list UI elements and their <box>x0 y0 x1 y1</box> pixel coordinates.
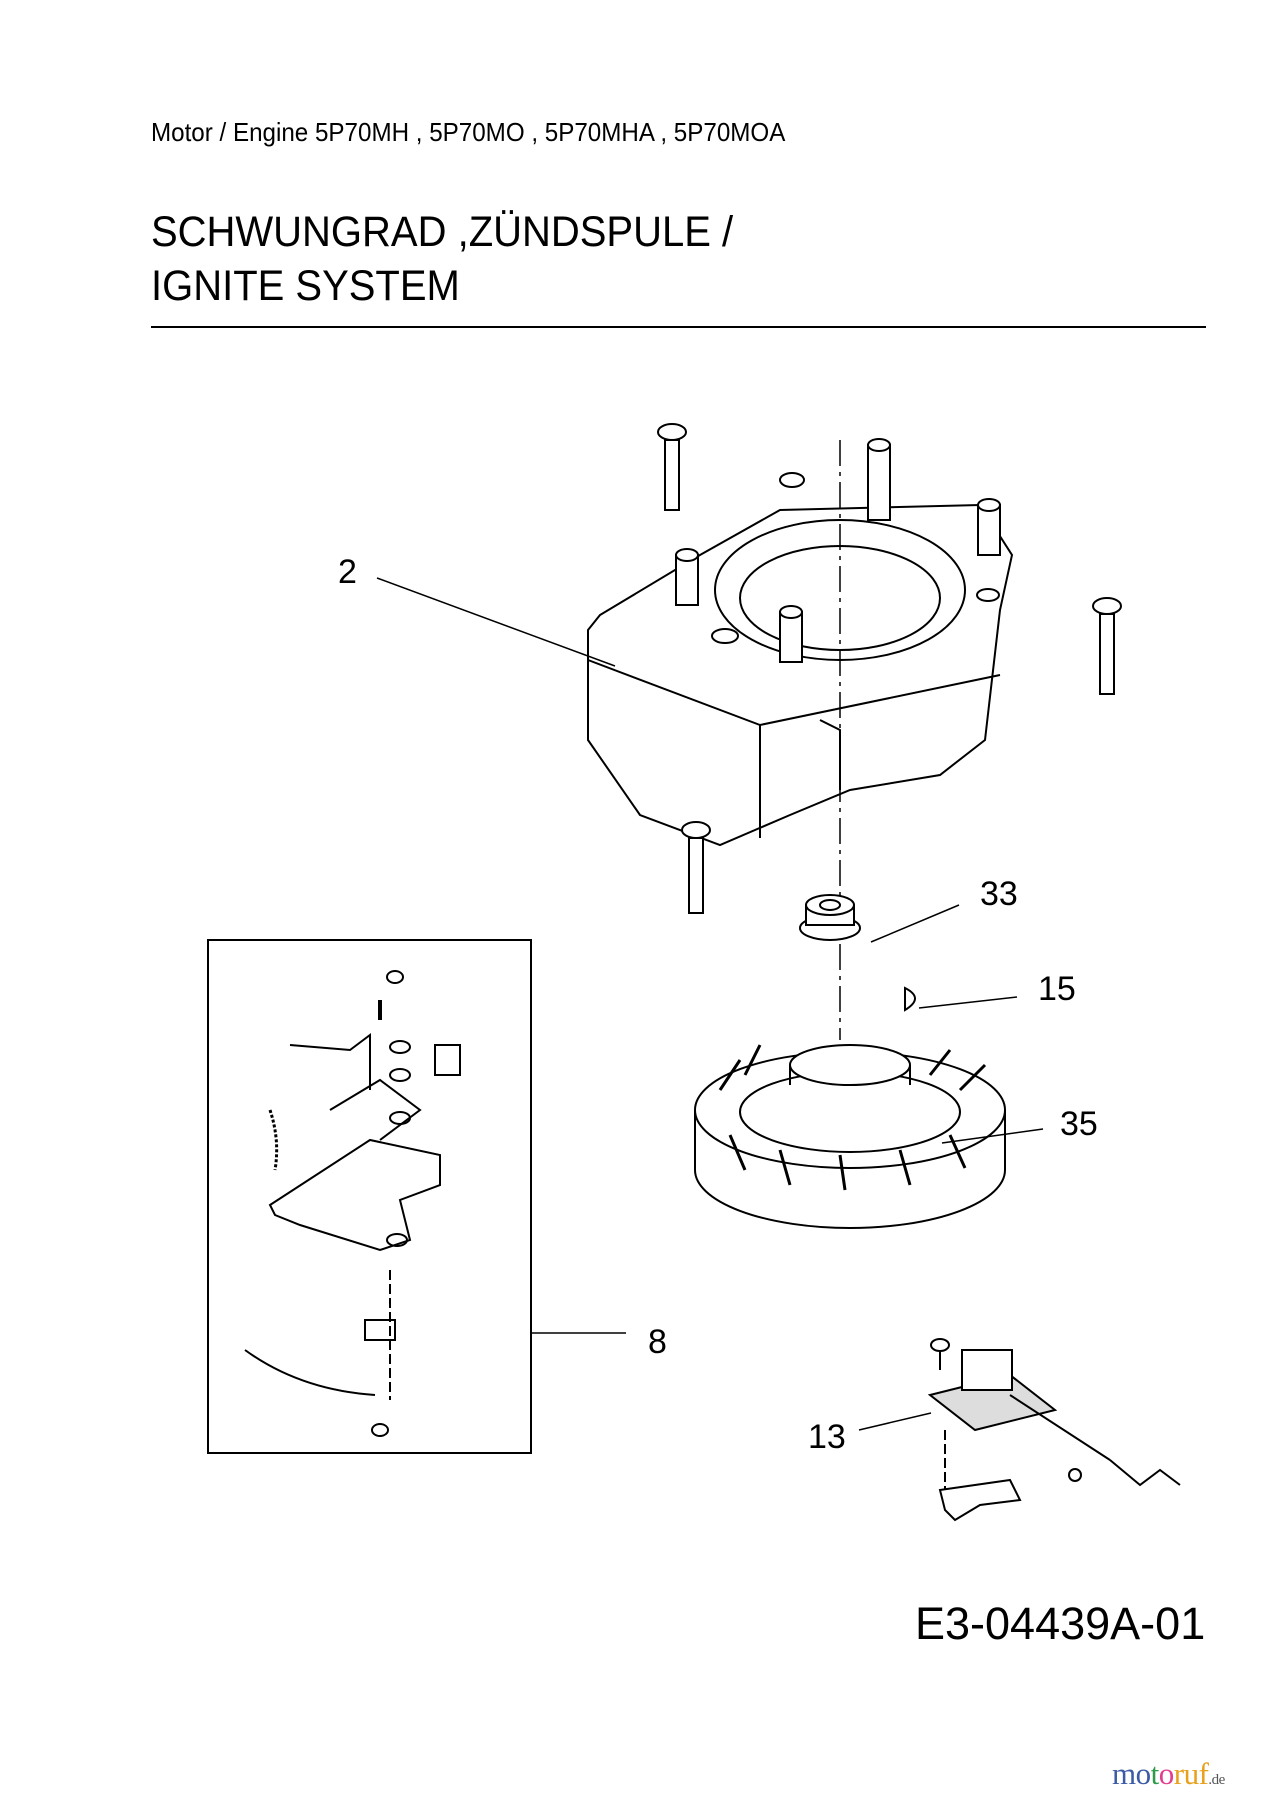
callout-15: 15 <box>1038 970 1076 1008</box>
callout-33: 33 <box>980 875 1018 913</box>
housing-bolts[interactable] <box>657 423 1122 914</box>
watermark-letter: u <box>1183 1756 1200 1791</box>
page-title-line1: SCHWUNGRAD ,ZÜNDSPULE / <box>151 208 734 256</box>
callout-35: 35 <box>1060 1105 1098 1143</box>
title-divider <box>151 326 1206 328</box>
flywheel-nut-part[interactable] <box>799 894 861 941</box>
woodruff-key-part[interactable] <box>904 986 916 1012</box>
engine-model-subtitle: Motor / Engine 5P70MH , 5P70MO , 5P70MHA… <box>151 117 786 147</box>
callout-8: 8 <box>648 1323 667 1361</box>
diagram-code: E3-04439A-01 <box>915 1598 1206 1649</box>
callout-13: 13 <box>808 1418 846 1456</box>
motoruf-watermark-logo: motoruf.de <box>1112 1756 1225 1792</box>
watermark-letter: o <box>1158 1756 1175 1791</box>
watermark-letter: m <box>1112 1756 1136 1791</box>
watermark-letter: o <box>1135 1756 1152 1791</box>
watermark-letter: f <box>1198 1756 1209 1791</box>
brake-assembly-box[interactable] <box>207 939 532 1454</box>
page-title-line2: IGNITE SYSTEM <box>151 262 460 310</box>
ignition-coil-part[interactable] <box>927 1338 1181 1522</box>
callout-2: 2 <box>338 553 357 591</box>
callout-leader-lines <box>376 577 1044 1431</box>
blower-housing-part[interactable] <box>587 438 1014 847</box>
watermark-letter: t <box>1150 1756 1160 1791</box>
watermark-suffix: .de <box>1208 1772 1225 1788</box>
flywheel-part[interactable] <box>694 1044 1006 1229</box>
watermark-letter: r <box>1173 1756 1184 1791</box>
